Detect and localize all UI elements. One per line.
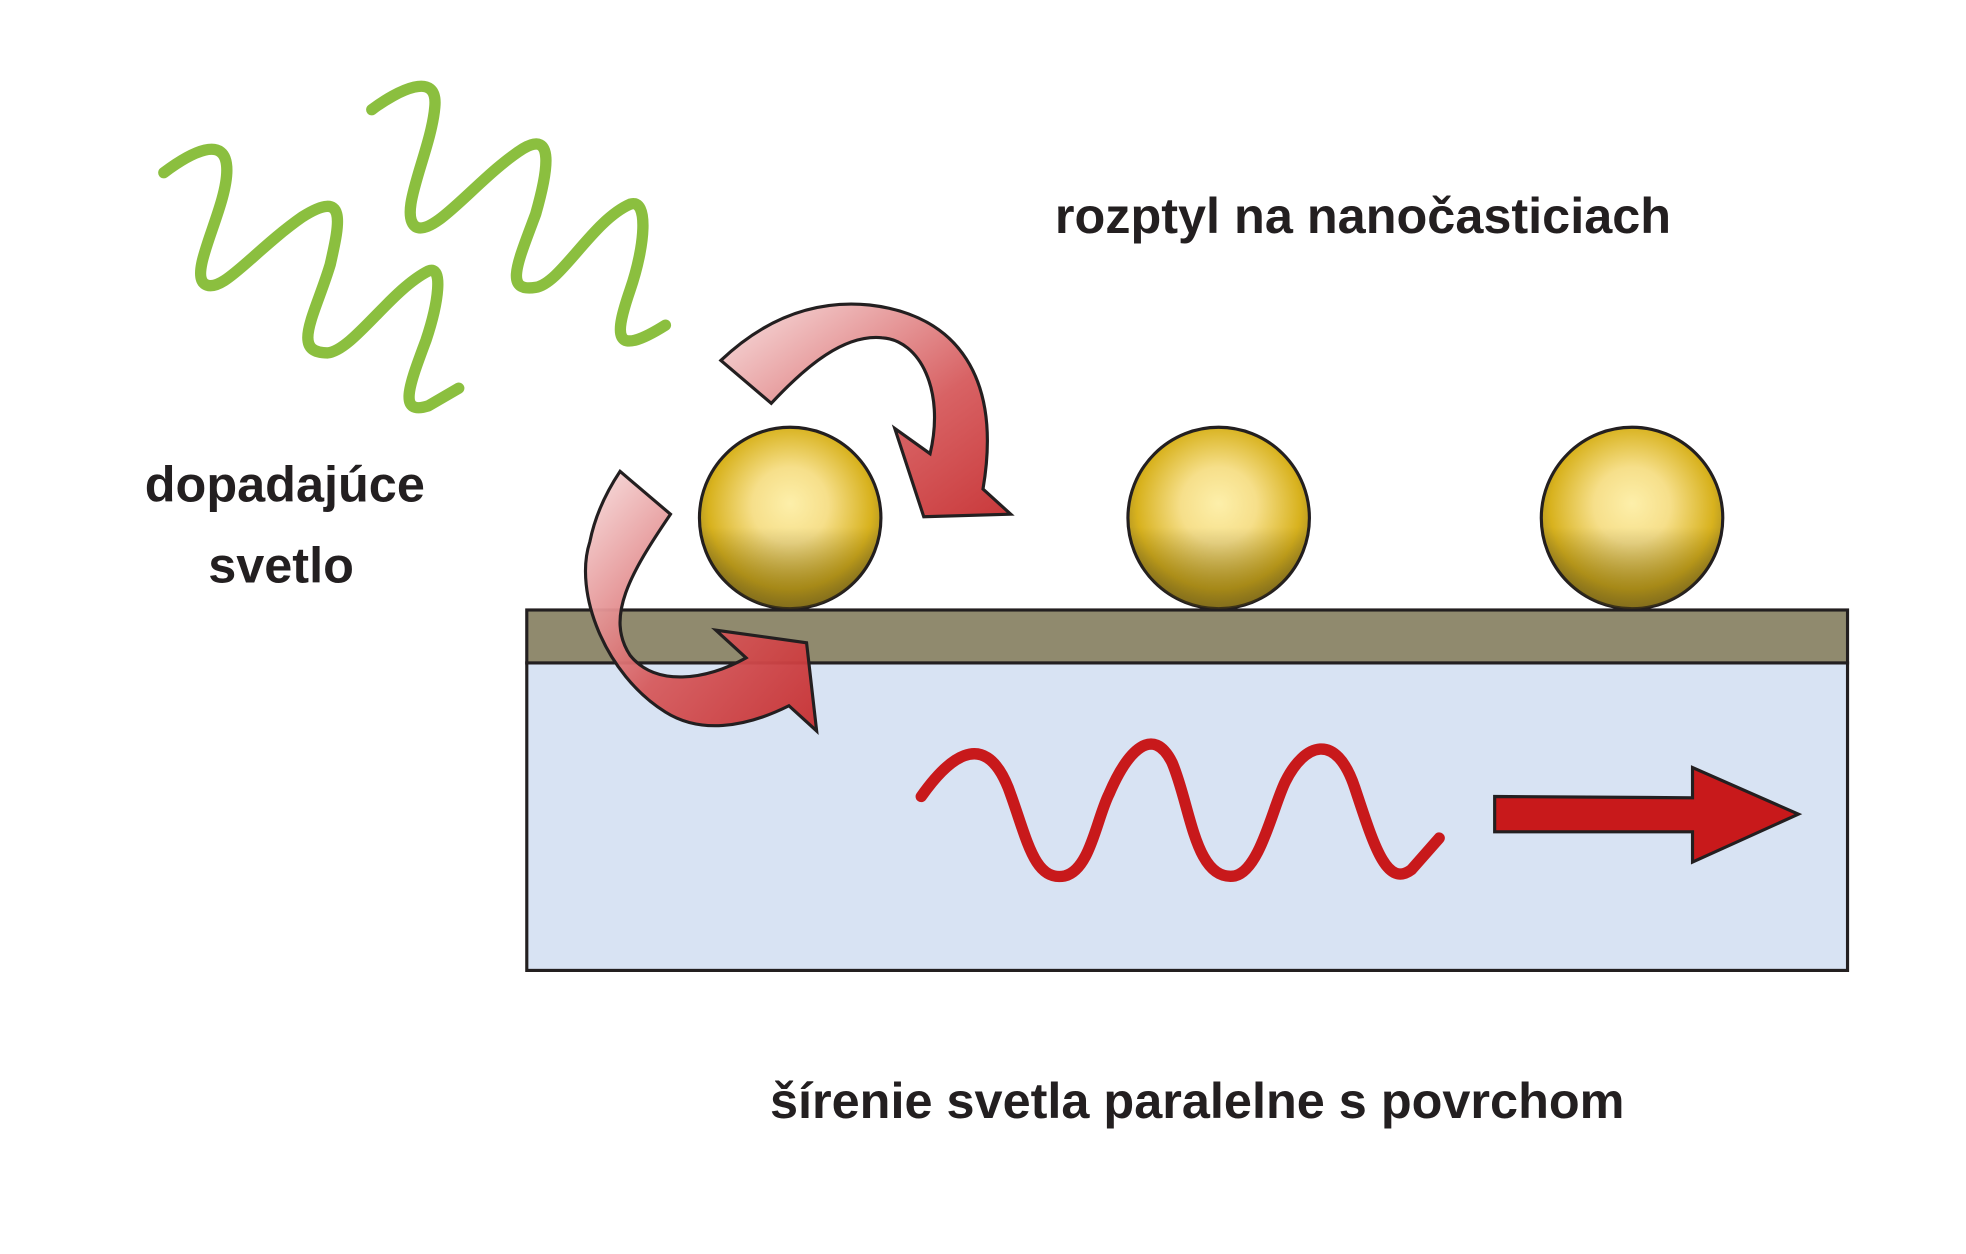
propagation-arrow: [1493, 765, 1803, 865]
curved-arrow-top: [718, 302, 1015, 519]
nanoparticle: [1539, 425, 1725, 611]
guided-light-wave: [915, 738, 1445, 883]
green-wave-2: [366, 80, 672, 347]
propagation-label: šírenie svetla paralelne s povrchom: [770, 1072, 1625, 1129]
incident-light-waves: [158, 80, 672, 414]
incident-light-label-line2: svetlo: [208, 536, 354, 593]
incident-light-label-line1: dopadajúce: [145, 456, 425, 513]
scattering-arrows: [583, 302, 1015, 735]
nanoparticle: [1126, 425, 1311, 611]
scattering-label: rozptyl na nanočasticiach: [1055, 187, 1671, 244]
nanoparticle: [697, 425, 883, 611]
green-wave-1: [158, 143, 465, 414]
curved-arrow-bottom: [583, 469, 819, 735]
nanoparticles: [697, 425, 1725, 611]
